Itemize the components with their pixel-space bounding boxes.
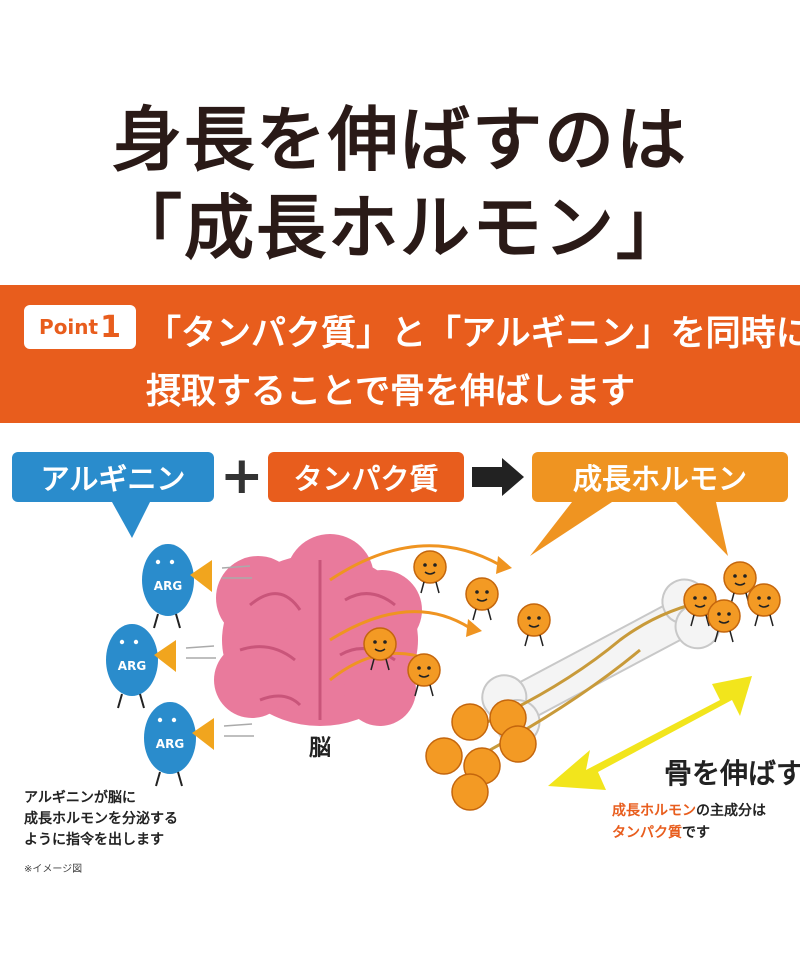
arginine-bubble-tail (112, 502, 150, 538)
headline-line-2: 「成長ホルモン」 (112, 187, 688, 269)
arginine-caption-line-3: ように指令を出します (24, 832, 164, 848)
point-badge-number: 1 (100, 309, 121, 345)
brain-label: 脳 (309, 736, 332, 761)
pulling-blob-5 (499, 725, 537, 763)
hormone-caption-highlight-1: 成長ホルモン (612, 803, 696, 819)
hormone-blob-1 (413, 550, 447, 594)
stretch-double-arrow-icon (548, 676, 752, 790)
pulling-blob-3 (425, 737, 463, 775)
arg-label-bottom: ARG (156, 737, 184, 751)
brain-icon (214, 534, 422, 726)
arg-label-top: ARG (154, 579, 182, 593)
hormone-caption-text-2: です (682, 825, 710, 841)
growth-bubble-tail-right (676, 502, 728, 556)
hormone-caption: 成長ホルモンの主成分は タンパク質です (612, 800, 766, 844)
headline-line-1: 身長を伸ばすのは (112, 99, 688, 181)
hormone-blob-2 (465, 577, 499, 621)
signal-arrow-top (329, 544, 501, 582)
pulling-blob-1 (451, 703, 489, 741)
stretch-bone-label: 骨を伸ばす (664, 757, 800, 790)
signal-arrow-middle (329, 610, 471, 642)
hormone-caption-highlight-2: タンパク質 (612, 825, 682, 841)
pulling-blob-9 (747, 583, 781, 627)
plus-sign: + (220, 446, 264, 506)
point-badge-word: Point (39, 315, 99, 339)
point-text-line-2: 摂取することで骨を伸ばします (146, 372, 635, 412)
point-text-line-1: 「タンパク質」と「アルギニン」を同時に (146, 314, 800, 354)
arginine-caption-line-2: 成長ホルモンを分泌する (24, 811, 178, 827)
arginine-label-box: アルギニン (12, 452, 214, 502)
arg-character-middle (106, 624, 216, 709)
growth-bubble-tail-left (530, 502, 612, 556)
arginine-caption-line-1: アルギニンが脳に (24, 790, 136, 806)
image-note: ※イメージ図 (24, 864, 83, 875)
protein-label-box: タンパク質 (268, 452, 464, 502)
hormone-caption-text-1: の主成分は (696, 803, 766, 819)
right-arrow-icon (472, 458, 524, 496)
growth-hormone-label-box: 成長ホルモン (532, 452, 788, 502)
arg-label-middle: ARG (118, 659, 146, 673)
arginine-caption: アルギニンが脳に 成長ホルモンを分泌する ように指令を出します (24, 788, 178, 851)
hormone-blob-3 (517, 603, 551, 647)
pulling-blob-6 (451, 773, 489, 811)
arg-character-top (142, 544, 252, 629)
point-badge: Point 1 (24, 305, 136, 349)
arg-character-bottom (144, 702, 254, 787)
point-band: Point 1 「タンパク質」と「アルギニン」を同時に 摂取することで骨を伸ばし… (0, 285, 800, 423)
